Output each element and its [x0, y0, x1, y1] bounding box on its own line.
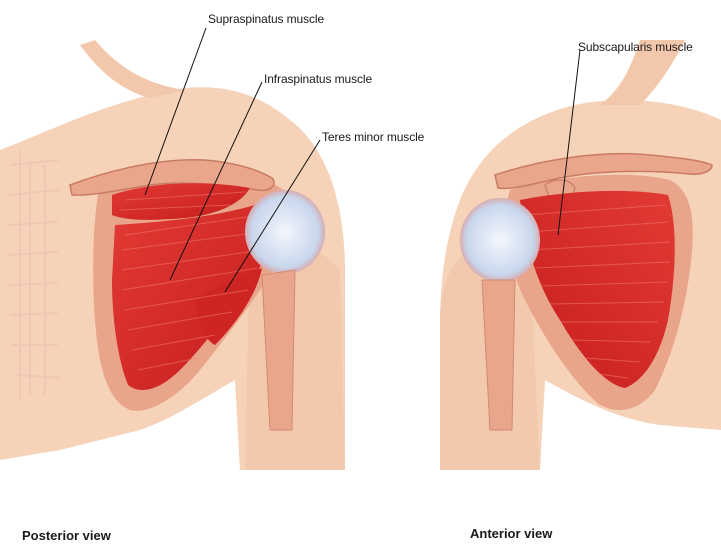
caption-posterior-view: Posterior view: [22, 528, 111, 543]
posterior-neck: [80, 40, 185, 98]
label-infraspinatus: Infraspinatus muscle: [264, 72, 372, 86]
anterior-view: [440, 40, 721, 470]
label-teres-minor: Teres minor muscle: [322, 130, 424, 144]
label-subscapularis: Subscapularis muscle: [578, 40, 693, 54]
caption-anterior-view: Anterior view: [470, 526, 552, 541]
posterior-view: [0, 40, 345, 470]
label-supraspinatus: Supraspinatus muscle: [208, 12, 324, 26]
anterior-humeral-head: [460, 198, 540, 282]
posterior-humeral-head: [245, 190, 325, 274]
